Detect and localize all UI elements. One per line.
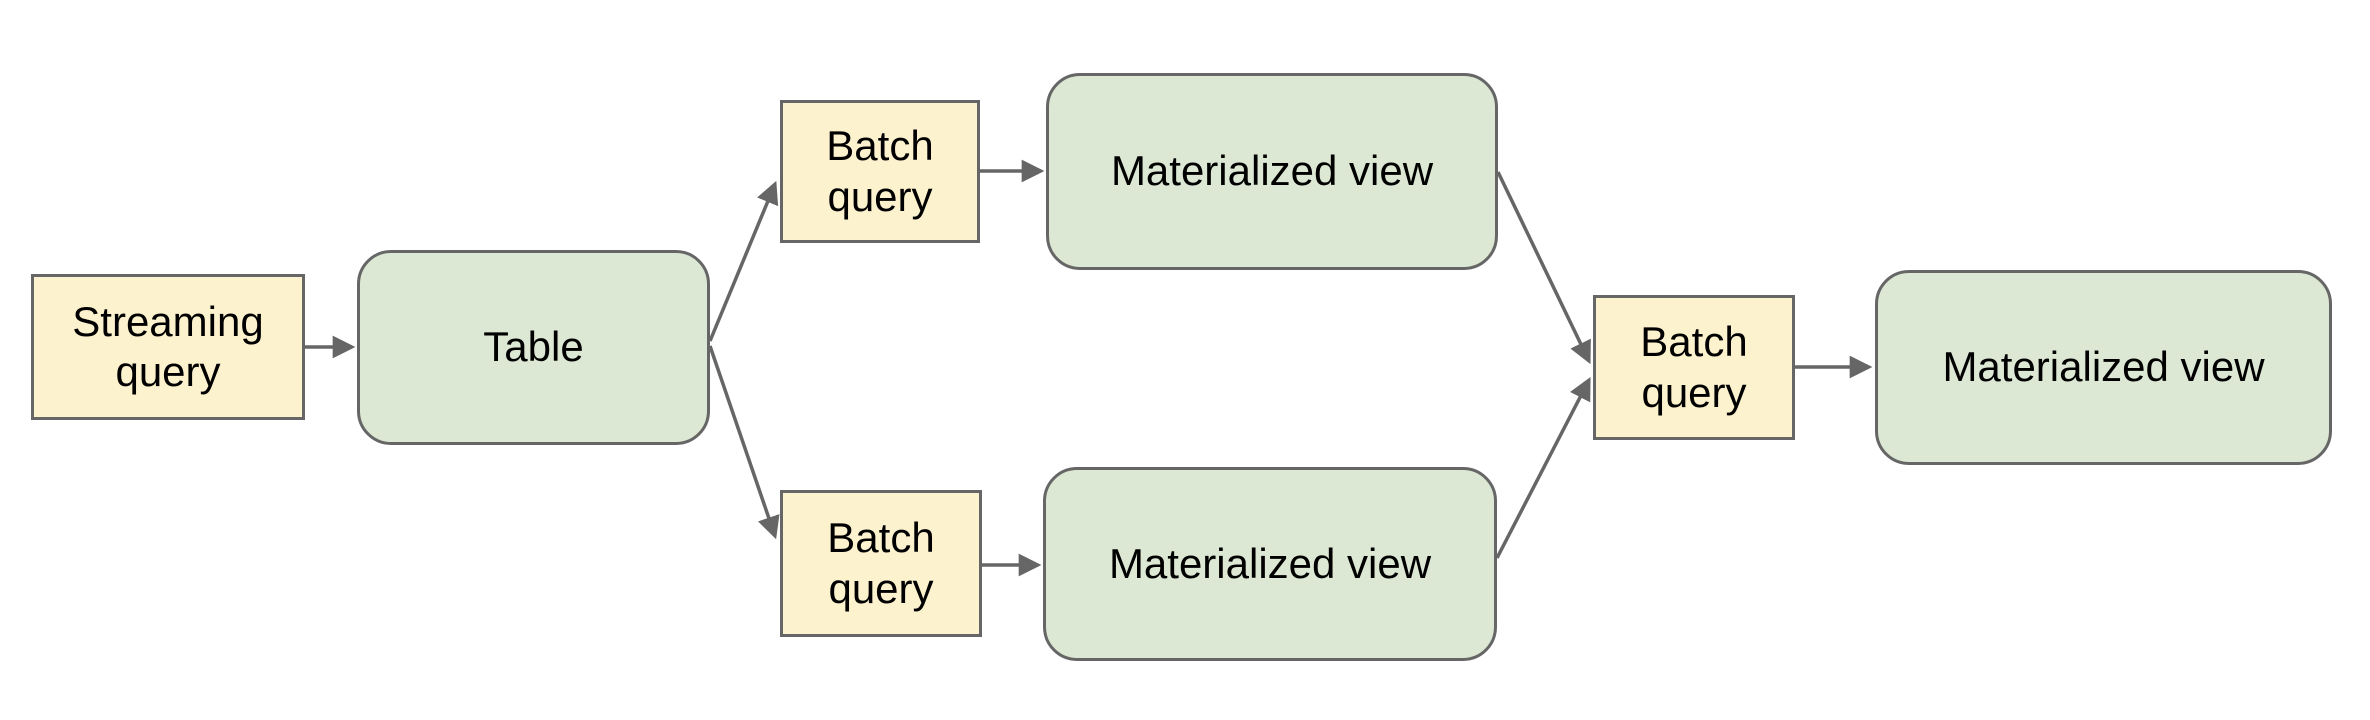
node-materialized-view-final: Materialized view xyxy=(1875,270,2332,465)
node-batch-query-right: Batch query xyxy=(1593,295,1795,440)
batch-query-bottom-label: Batch query xyxy=(827,514,935,612)
node-table: Table xyxy=(357,250,710,445)
node-streaming-query: Streaming query xyxy=(31,274,305,420)
node-batch-query-top: Batch query xyxy=(780,100,980,243)
materialized-view-final-label: Materialized view xyxy=(1942,343,2265,391)
node-materialized-view-bottom: Materialized view xyxy=(1043,467,1497,661)
edge-materialized-view-bottom-to-batch-query-right xyxy=(1495,376,1591,559)
streaming-query-label: Streaming query xyxy=(72,297,264,395)
node-materialized-view-top: Materialized view xyxy=(1046,73,1498,270)
edge-table-to-batch-query-bottom xyxy=(708,345,780,540)
table-label: Table xyxy=(483,323,584,371)
batch-query-top-label: Batch query xyxy=(826,122,934,220)
edge-materialized-view-top-to-batch-query-right xyxy=(1496,171,1591,365)
materialized-view-top-label: Materialized view xyxy=(1110,147,1434,195)
node-batch-query-bottom: Batch query xyxy=(780,490,982,637)
batch-query-right-label: Batch query xyxy=(1640,318,1748,416)
materialized-view-bottom-label: Materialized view xyxy=(1108,539,1432,587)
edge-table-to-batch-query-top xyxy=(708,180,779,342)
